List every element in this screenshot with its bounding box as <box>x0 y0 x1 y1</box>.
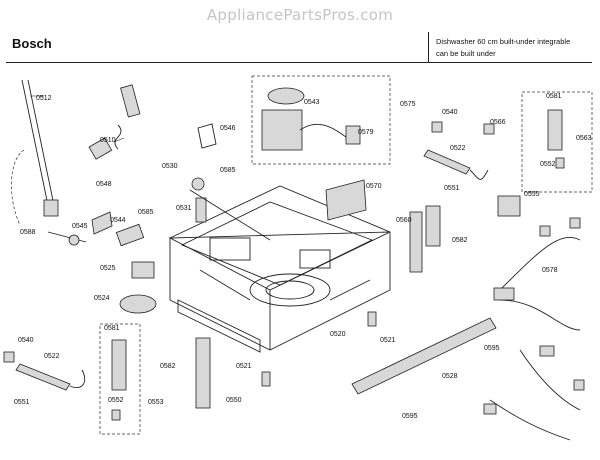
part-0560-0582 <box>409 205 441 273</box>
part-0528-panel <box>351 317 497 395</box>
callout-label: 0530 <box>162 163 178 170</box>
callout-label: 0585 <box>220 167 236 174</box>
part-0550 <box>195 337 211 409</box>
callout-label: 0578 <box>542 267 558 274</box>
part-0555 <box>497 195 521 217</box>
part-0545-0544 <box>47 211 145 247</box>
callout-label: 0510 <box>100 137 116 144</box>
callout-label: 0540 <box>442 109 458 116</box>
callout-label: 0520 <box>330 331 346 338</box>
part-0543-pump <box>261 87 361 151</box>
callout-label: 0553 <box>148 399 164 406</box>
callout-label: 0551 <box>444 185 460 192</box>
callout-label: 0546 <box>220 125 236 132</box>
callout-label: 0544 <box>110 217 126 224</box>
callout-label: 0525 <box>100 265 116 272</box>
callout-label: 0570 <box>366 183 382 190</box>
part-0530-0531 <box>189 177 271 241</box>
callout-label: 0531 <box>176 205 192 212</box>
lower-sensor-group-box <box>99 323 141 435</box>
base-tub <box>168 185 391 353</box>
callout-label: 0521 <box>236 363 252 370</box>
watermark-text: AppliancePartsPros.com <box>206 6 394 24</box>
part-lower-left-sensor <box>3 351 86 391</box>
callout-label: 0581 <box>104 325 120 332</box>
part-0521b <box>261 371 271 387</box>
callout-label: 0555 <box>524 191 540 198</box>
part-0553-0552 <box>111 339 127 421</box>
part-0525-0524 <box>119 261 157 314</box>
callout-label: 0540 <box>18 337 34 344</box>
callout-label: 0522 <box>44 353 60 360</box>
model-description: Dishwasher 60 cm built-under integrable … <box>436 36 596 60</box>
header-separator <box>428 32 429 62</box>
callout-label: 0550 <box>226 397 242 404</box>
callout-label: 0543 <box>304 99 320 106</box>
callout-label: 0521 <box>380 337 396 344</box>
callout-label: 0551 <box>14 399 30 406</box>
callout-label: 0595 <box>484 345 500 352</box>
part-0546 <box>197 123 217 149</box>
callout-label: 0545 <box>72 223 88 230</box>
callout-label: 0552 <box>108 397 124 404</box>
callout-label: 0560 <box>396 217 412 224</box>
callout-label: 0585 <box>138 209 154 216</box>
callout-label: 0582 <box>452 237 468 244</box>
callout-label: 0581 <box>546 93 562 100</box>
part-0521 <box>367 311 377 327</box>
callout-label: 0563 <box>576 135 592 142</box>
callout-label: 0512 <box>36 95 52 102</box>
callout-label: 0566 <box>490 119 506 126</box>
callout-label: 0579 <box>358 129 374 136</box>
callout-label: 0582 <box>160 363 176 370</box>
part-0578-harness <box>483 217 585 441</box>
callout-labels: 0512 0510 0548 0545 0544 0588 0585 0546 … <box>14 93 592 420</box>
part-0512 <box>11 79 59 226</box>
callout-label: 0524 <box>94 295 110 302</box>
part-0510 <box>88 84 141 160</box>
sensor-group-box <box>521 91 593 193</box>
model-line-2: can be built under <box>436 49 496 58</box>
callout-label: 0595 <box>402 413 418 420</box>
callout-label: 0575 <box>400 101 416 108</box>
callout-label: 0552 <box>540 161 556 168</box>
part-0563 <box>547 109 565 169</box>
callout-label: 0588 <box>20 229 36 236</box>
header-divider <box>6 62 592 63</box>
callout-label: 0528 <box>442 373 458 380</box>
model-line-1: Dishwasher 60 cm built-under integrable <box>436 37 571 46</box>
callout-label: 0522 <box>450 145 466 152</box>
part-0570 <box>325 179 367 221</box>
callout-label: 0548 <box>96 181 112 188</box>
pump-group-box <box>251 75 391 165</box>
part-0540-0566-0522 <box>423 121 495 180</box>
brand-label: Bosch <box>12 36 52 51</box>
